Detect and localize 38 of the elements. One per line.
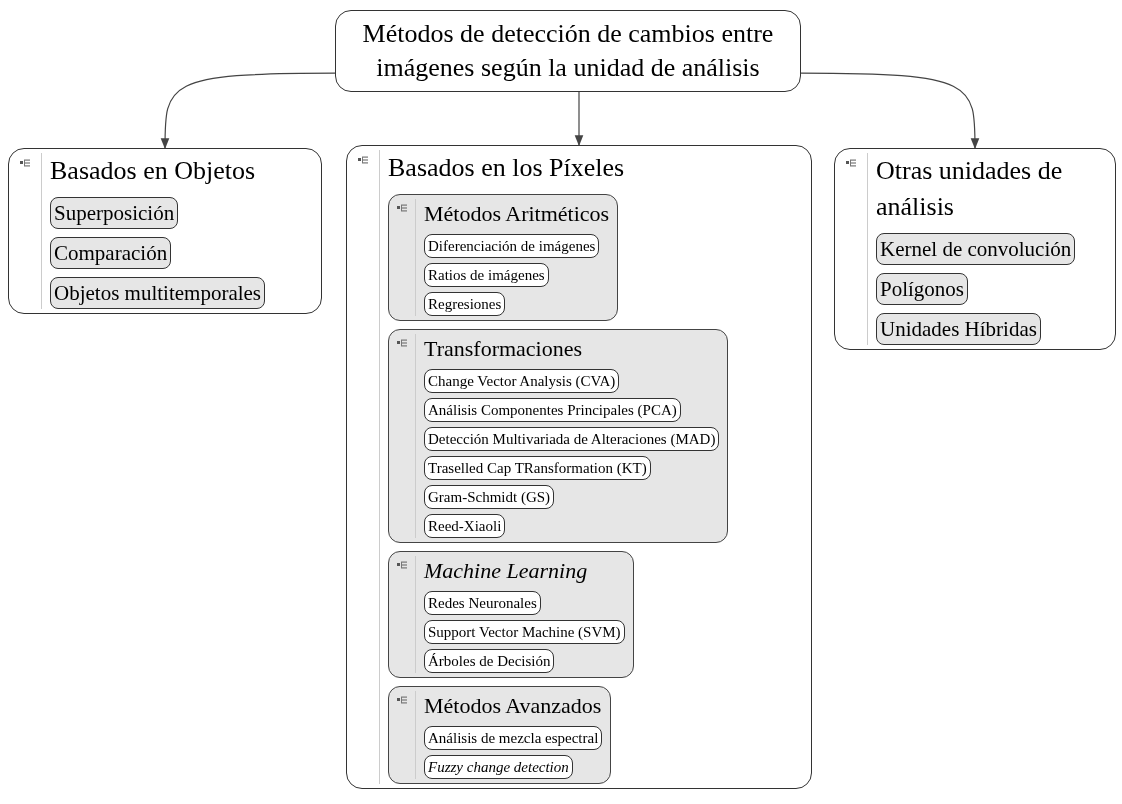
list-item: Ratios de imágenes	[424, 263, 549, 287]
list-item: Análisis Componentes Principales (PCA)	[424, 398, 681, 422]
list-item: Comparación	[50, 237, 172, 269]
panel-heading: Métodos Aritméticos	[424, 200, 610, 228]
subcategory-panel	[388, 686, 612, 784]
list-item: Fuzzy change detection	[424, 755, 573, 779]
title-box: Métodos de detección de cambios entre imágenes según la unidad de análisis	[335, 10, 801, 92]
list-item: Regresiones	[424, 292, 506, 316]
panel-heading: Machine Learning	[424, 557, 589, 585]
panel-heading: Transformaciones	[424, 335, 584, 363]
arrow	[160, 72, 336, 150]
list-item: Análisis de mezcla espectral	[424, 726, 603, 750]
list-item: Objetos multitemporales	[50, 277, 266, 309]
category-panel	[346, 145, 812, 789]
subcategory-panel	[388, 551, 634, 678]
list-item: Árboles de Decisión	[424, 649, 555, 673]
list-item: Superposición	[50, 197, 179, 229]
list-item: Traselled Cap TRansformation (KT)	[424, 456, 651, 480]
list-item: Polígonos	[876, 273, 969, 305]
arrow	[574, 91, 584, 147]
panel-heading: Otras unidades de análisis	[876, 155, 1064, 223]
list-item: Support Vector Machine (SVM)	[424, 620, 625, 644]
panel-heading: Basados en los Píxeles	[388, 152, 626, 184]
list-item: Kernel de convolución	[876, 233, 1076, 265]
category-panel	[8, 148, 322, 314]
arrow	[800, 72, 980, 150]
list-item: Change Vector Analysis (CVA)	[424, 369, 620, 393]
list-item: Reed-Xiaoli	[424, 514, 506, 538]
list-item: Unidades Híbridas	[876, 313, 1041, 345]
list-item: Gram-Schmidt (GS)	[424, 485, 555, 509]
subcategory-panel	[388, 194, 619, 321]
category-panel	[834, 148, 1116, 350]
panel-heading: Métodos Avanzados	[424, 692, 603, 720]
list-item: Detección Multivariada de Alteraciones (MAD)	[424, 427, 720, 451]
subcategory-panel	[388, 329, 729, 543]
panel-heading: Basados en Objetos	[50, 155, 257, 187]
list-item: Redes Neuronales	[424, 591, 541, 615]
list-item: Diferenciación de imágenes	[424, 234, 600, 258]
